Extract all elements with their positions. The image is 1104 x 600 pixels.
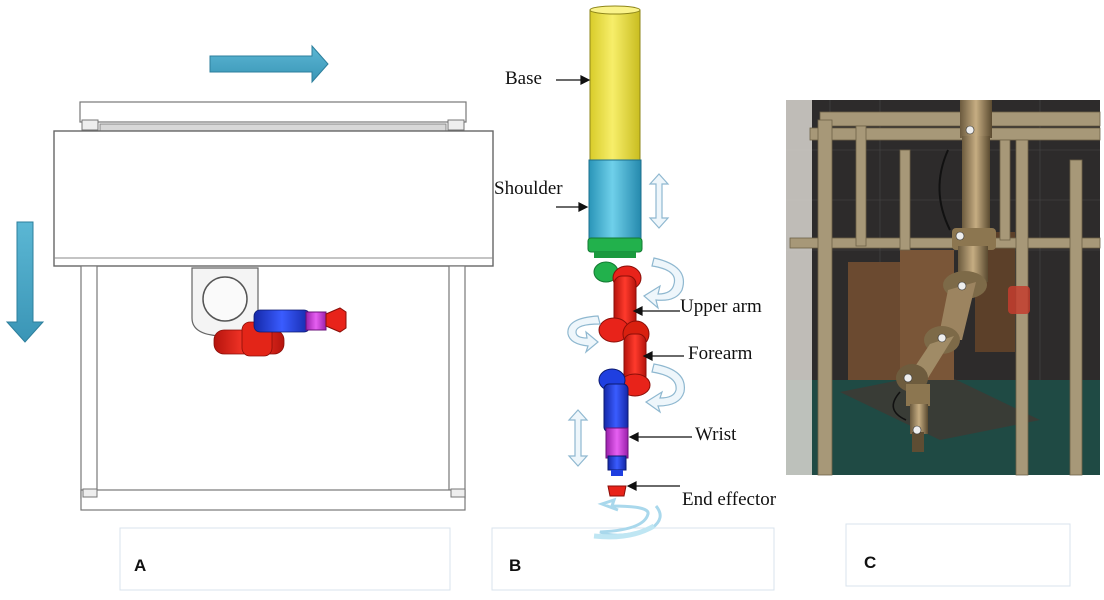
gantry-carriage-beam [53,130,494,267]
base-cylinder [589,9,641,163]
gantry-bottom-rail [80,489,466,511]
label-end-effector: End effector [682,489,777,510]
wrist-link [603,383,629,433]
end-effector-shape [607,485,627,497]
end-effector-rotation-arrow [597,497,662,537]
y-motion-arrow [5,221,45,343]
robot-wrist-top [253,309,311,333]
shoulder-cylinder [588,159,642,241]
panel-label-a: A [134,556,147,575]
caption-box-c [845,523,1071,587]
wrist-vertical-arrow [567,409,589,467]
gantry-top-rail [79,101,467,123]
photo-robot-arm [892,100,996,452]
label-wrist: Wrist [695,424,737,445]
label-upper-arm: Upper arm [680,296,762,317]
caption-box-b [491,527,775,591]
upper-arm-rotation-arrow [642,257,684,310]
label-shoulder: Shoulder [494,178,563,199]
label-base: Base [505,68,542,89]
caption-box-a [119,527,451,591]
panel-label-b: B [509,556,522,575]
x-motion-arrow [209,44,329,84]
wrist-magenta-segment [605,427,629,459]
panel-b-drawing [556,5,692,540]
panel-c-photo [786,100,1101,476]
forearm-rotation-arrow [644,363,686,414]
panel-a-drawing [5,44,494,511]
shoulder-pitch-arrow [567,315,601,354]
gantry-right-leg [448,265,466,499]
label-forearm: Forearm [688,343,753,364]
joint-ring [587,237,643,253]
panel-label-c: C [864,553,877,572]
shoulder-vertical-arrow [648,173,670,229]
gantry-left-leg [80,265,98,499]
